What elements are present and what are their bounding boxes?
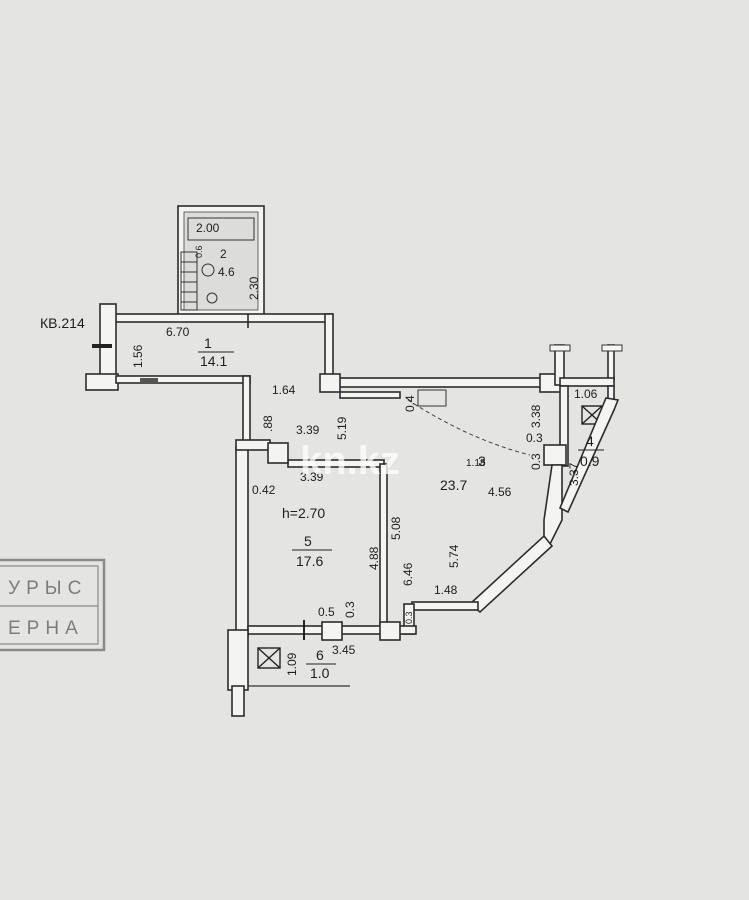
stamp-line-1: УРЫС	[8, 578, 87, 599]
ceiling-height: h=2.70	[282, 505, 325, 521]
door-swing-arc	[407, 399, 531, 456]
dim-living-width: 4.56	[488, 485, 512, 499]
dim-kitchen-top: 3.39	[296, 423, 320, 437]
dim-room5-height: 4.88	[367, 546, 381, 570]
dim-kitchen-side: 5.19	[335, 416, 349, 440]
watermark: kn.kz	[300, 439, 400, 483]
room-5-number: 5	[304, 533, 312, 549]
dim-living-right: 5.74	[447, 544, 461, 568]
dim-bath-width: 2.00	[196, 221, 220, 235]
dim-bath-depth: 2.30	[247, 276, 261, 300]
room-3-living-walls	[403, 397, 620, 635]
dim-hall-corridor: 1.64	[272, 383, 296, 397]
room-6-area: 1.0	[310, 665, 330, 681]
dim-room6-height: 1.09	[285, 652, 299, 676]
dim-corr-a: .88	[261, 415, 275, 432]
dim-living-note: 1.18	[466, 458, 486, 469]
dim-room5-top: 3.39	[300, 470, 324, 484]
dim-col-a: 3.38	[529, 404, 543, 428]
room-5-walls	[235, 439, 417, 641]
dim-living-mid: 6.46	[401, 562, 415, 586]
dim-bath-small: 0.6	[194, 245, 204, 258]
dim-room5-left: 0.42	[252, 483, 276, 497]
room-3-area: 23.7	[440, 477, 467, 493]
dimension-labels: 2.00 2.30 0.6 6.70 1.56 1.64 .88 3.39 5.…	[131, 221, 598, 676]
room-1-area: 14.1	[200, 353, 227, 369]
apartment-label: КВ.214	[40, 315, 85, 331]
room-1-number: 1	[204, 335, 212, 351]
stamp-line-2: ЕРНА	[8, 618, 84, 639]
dim-col-c: 0.3	[529, 453, 543, 470]
dim-living-top-small: 0.4	[403, 395, 417, 412]
dim-col-d: 3.37	[567, 462, 581, 486]
room-2-area: 4.6	[218, 265, 235, 279]
room-labels: 1 14.1 2 4.6 3 23.7 4 0.9 5 17.6 6 1.0 h…	[198, 247, 604, 681]
room-1-hallway	[85, 303, 334, 447]
room-2-number: 2	[220, 247, 227, 261]
room-5-area: 17.6	[296, 553, 323, 569]
dim-living-left: 5.08	[389, 516, 403, 540]
room-6-shaft	[227, 629, 350, 717]
room-4-area: 0.9	[580, 453, 600, 469]
room-3-number: 3	[478, 453, 486, 469]
dim-hall-width: 1.56	[131, 344, 145, 368]
stamp: УРЫС ЕРНА	[0, 558, 106, 652]
room-4-number: 4	[586, 433, 594, 449]
dim-hall-length: 6.70	[166, 325, 190, 339]
dim-wall-a: 0.5	[318, 605, 335, 619]
north-walls	[319, 344, 623, 407]
room-6-number: 6	[316, 647, 324, 663]
dim-room6-width: 3.45	[332, 643, 356, 657]
dim-shaft4-width: 1.06	[574, 387, 598, 401]
dim-wall-b: 0.3	[343, 601, 357, 618]
dim-wall-c: 0.3	[404, 611, 414, 624]
dim-col-b: 0.3	[526, 431, 543, 445]
dim-living-bottom: 1.48	[434, 583, 458, 597]
